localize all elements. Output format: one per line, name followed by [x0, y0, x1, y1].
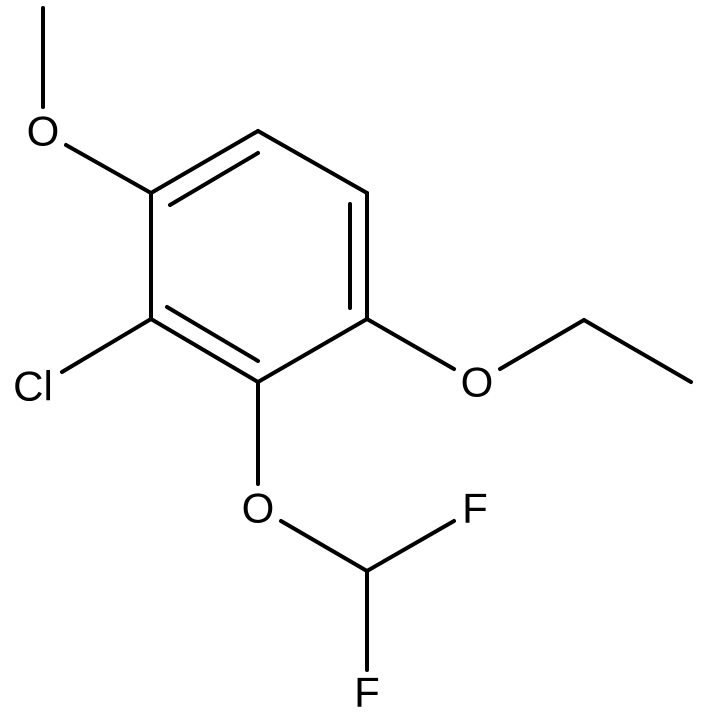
atom-label-f-top: F [462, 485, 488, 532]
ring-bond-c5-c6-inner [165, 305, 260, 363]
ring-bond-c5-c6 [149, 317, 260, 384]
ring-bond-c4-c5 [256, 317, 369, 384]
bond-c6-cl [60, 317, 153, 374]
ring-bond-c1-c2 [149, 129, 260, 195]
ring-bond-c1-c2-inner [168, 151, 260, 207]
ethoxy-group [365, 317, 693, 384]
atom-label-o-difluoromethoxy: O [242, 485, 275, 532]
bond-o-chf2 [279, 519, 369, 573]
bond-ch2-ch3 [582, 318, 693, 384]
atom-label-o-ethoxy: O [461, 359, 494, 406]
atom-label-o-methoxy: O [27, 108, 60, 155]
bond-c4-o-ethoxy [365, 317, 456, 371]
difluoromethoxy-group [256, 380, 456, 672]
atom-label-cl: Cl [13, 363, 53, 410]
bond-c1-o-methoxy [64, 143, 153, 195]
bond-o-ch2 [498, 318, 586, 371]
ring-bond-c2-c3 [256, 129, 369, 195]
benzene-ring [149, 129, 369, 384]
atom-label-f-bottom: F [354, 669, 380, 716]
methoxy-group [41, 6, 153, 195]
bond-chf2-f-top [365, 519, 456, 573]
